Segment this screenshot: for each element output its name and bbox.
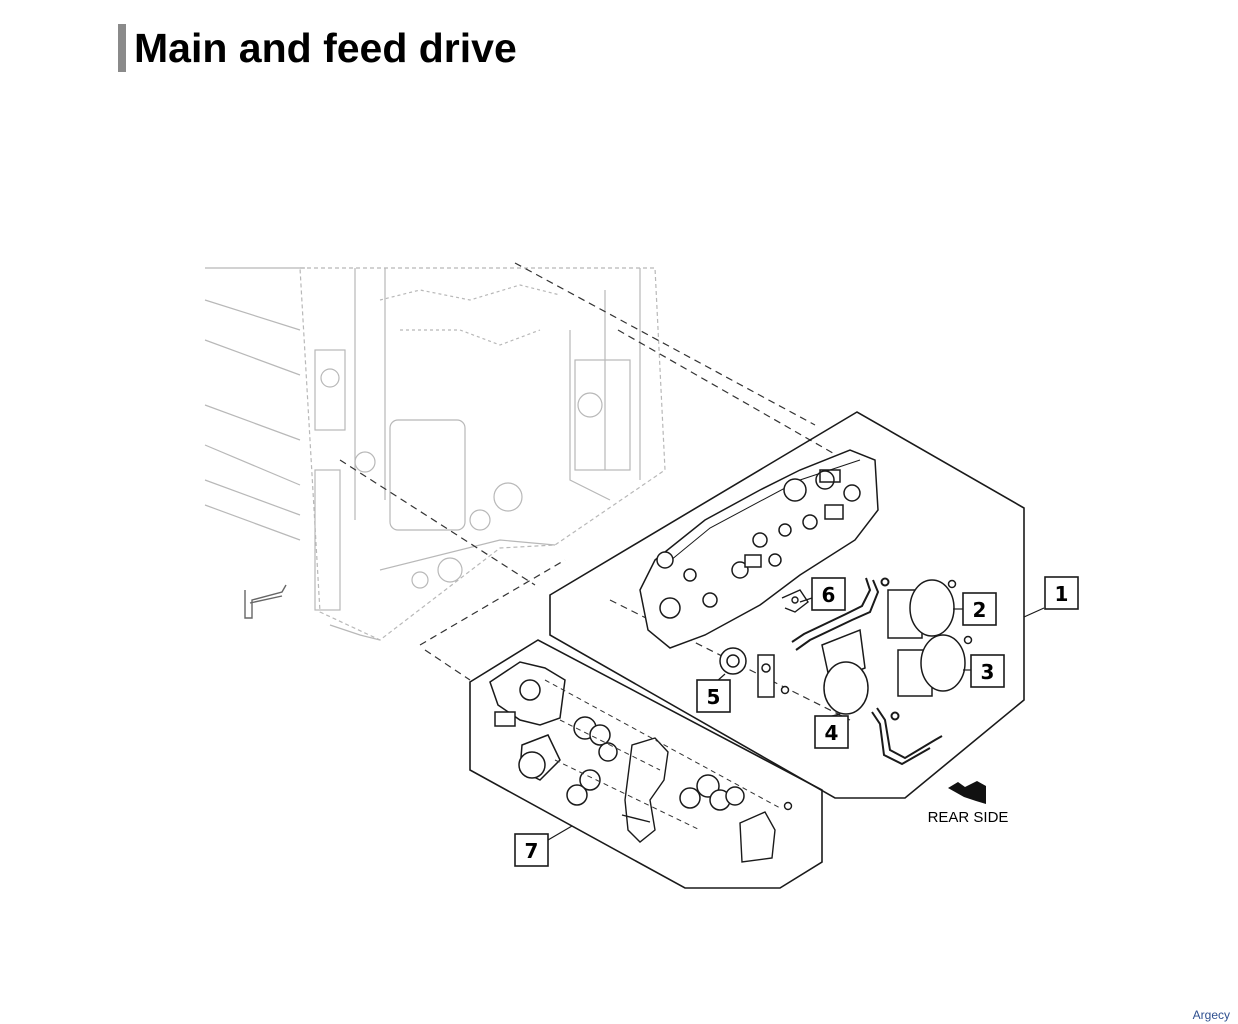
svg-text:4: 4: [825, 721, 839, 745]
rear-side-indicator: REAR SIDE: [928, 781, 1009, 826]
leader-lines: [547, 597, 1045, 841]
long-bracket-lower: [871, 707, 943, 766]
feed-gear-plate: [621, 737, 669, 843]
printer-frame-ghost: [204, 267, 666, 641]
svg-text:3: 3: [981, 660, 995, 684]
motor-2: [887, 579, 957, 639]
long-bracket-upper: [791, 577, 890, 651]
footer-brand: Argecy: [1192, 1008, 1230, 1022]
feed-drive-housing: [489, 661, 566, 781]
title-accent-bar: [118, 24, 126, 72]
motor-3: [897, 634, 973, 697]
callout-2: 2: [962, 592, 997, 626]
bracket-part-ghost: [244, 584, 287, 619]
callout-1: 1: [1044, 576, 1079, 610]
part-5-sensor: [719, 647, 790, 698]
svg-text:6: 6: [822, 583, 836, 607]
rear-side-arrow-icon: [948, 781, 986, 804]
svg-text:1: 1: [1055, 582, 1069, 606]
svg-text:7: 7: [525, 839, 539, 863]
callout-7: 7: [514, 833, 549, 867]
callout-6: 6: [811, 577, 846, 611]
callout-4: 4: [814, 715, 849, 749]
svg-text:2: 2: [973, 598, 987, 622]
feed-drive-dashes: [544, 679, 781, 831]
page-title: Main and feed drive: [134, 25, 517, 71]
group-7-boundary: [469, 639, 823, 889]
rear-side-label: REAR SIDE: [928, 809, 1009, 826]
motor-4: [821, 628, 869, 715]
group-1-boundary: [549, 411, 1025, 799]
callout-5: 5: [696, 679, 731, 713]
feed-gears: [566, 716, 745, 811]
svg-text:5: 5: [707, 685, 721, 709]
feed-rear-plate: [739, 801, 793, 863]
main-drive-plate: [639, 449, 879, 649]
part-6-bracket: [781, 589, 809, 613]
callout-3: 3: [970, 654, 1005, 688]
